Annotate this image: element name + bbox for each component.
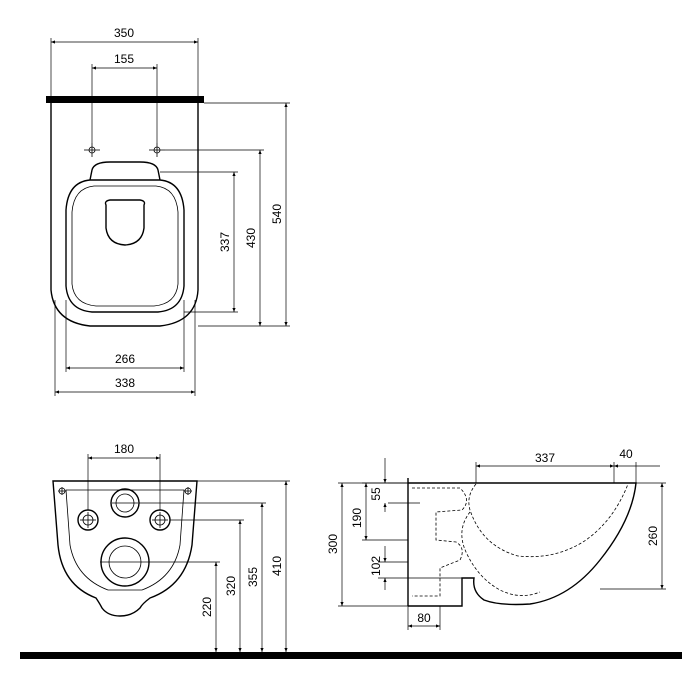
dim-inlet-height: 190 <box>350 482 408 541</box>
dim-opening-length: 337 <box>160 171 238 313</box>
seat-outline <box>65 179 185 313</box>
dim-label-rim-offset: 40 <box>619 447 633 461</box>
dim-outlet-height: 102 <box>369 546 462 590</box>
dim-label-bowl-height: 260 <box>646 526 660 546</box>
front-view-body-outline <box>52 480 198 617</box>
dim-label-opening-length: 337 <box>218 232 232 252</box>
fixing-bolt-left <box>77 509 99 531</box>
seat-inner-outline <box>71 185 179 307</box>
dim-top-offset: 55 <box>369 458 420 512</box>
dim-label-rim-depth: 337 <box>535 451 555 465</box>
wall-plate <box>46 96 204 103</box>
side-view-trap <box>461 511 541 596</box>
dim-width-bottom: 338 <box>54 300 196 396</box>
dim-label-fix-spacing: 155 <box>114 52 134 66</box>
corner-mark-left <box>58 487 66 495</box>
top-view: 350 155 540 430 337 <box>46 26 290 396</box>
dim-label-top-offset: 55 <box>369 487 383 501</box>
dim-depth-fix: 430 <box>165 149 264 326</box>
dim-height-total: 410 <box>197 480 290 652</box>
floor-line <box>20 652 682 659</box>
dim-base-depth: 80 <box>407 606 441 630</box>
dim-rim-offset: 40 <box>614 447 660 483</box>
dim-opening-width: 266 <box>65 300 185 372</box>
dim-hole-spacing: 180 <box>87 442 161 510</box>
dim-label-depth-total: 540 <box>270 204 284 224</box>
dim-label-hole-spacing: 180 <box>114 442 134 456</box>
dim-label-base-depth: 80 <box>417 611 431 625</box>
outlet-hole <box>100 537 150 587</box>
dim-height-holes: 320 <box>170 519 244 652</box>
dim-label-height-inlet: 355 <box>246 567 260 587</box>
dim-label-total-height: 300 <box>326 534 340 554</box>
front-view: 180 220 320 355 410 <box>52 442 290 652</box>
dim-height-inlet: 355 <box>139 502 266 652</box>
dim-label-height-total: 410 <box>270 556 284 576</box>
seat-hinge <box>89 161 161 181</box>
corner-mark-right <box>184 487 192 495</box>
fixing-hole-right <box>149 143 165 157</box>
dim-height-outlet: 220 <box>150 561 220 652</box>
dim-label-inlet-height: 190 <box>350 508 364 528</box>
fixing-hole-left <box>84 143 100 157</box>
side-view-bowl-inner <box>468 483 629 557</box>
dim-width-top: 350 <box>50 26 199 96</box>
side-view: 337 40 55 190 102 <box>326 447 666 630</box>
bowl-opening <box>104 199 146 246</box>
inlet-hole <box>110 488 140 518</box>
dim-label-outlet-height: 102 <box>369 556 383 576</box>
dim-total-height: 300 <box>326 482 408 607</box>
dim-label-height-outlet: 220 <box>200 597 214 617</box>
fixing-bolt-right <box>149 509 171 531</box>
dim-depth-total: 540 <box>198 102 290 327</box>
dim-rim-depth: 337 <box>475 451 615 483</box>
front-view-inner-outline <box>65 489 185 591</box>
side-view-body-outline <box>408 482 637 607</box>
dim-label-width-top: 350 <box>114 26 134 40</box>
dim-label-opening-width: 266 <box>115 352 135 366</box>
dim-label-width-bottom: 338 <box>115 376 135 390</box>
dim-fix-spacing: 155 <box>91 52 158 143</box>
side-view-inlet-channel <box>412 487 467 597</box>
dim-label-height-holes: 320 <box>224 576 238 596</box>
dim-label-depth-fix: 430 <box>244 228 258 248</box>
dim-bowl-height: 260 <box>600 482 666 590</box>
